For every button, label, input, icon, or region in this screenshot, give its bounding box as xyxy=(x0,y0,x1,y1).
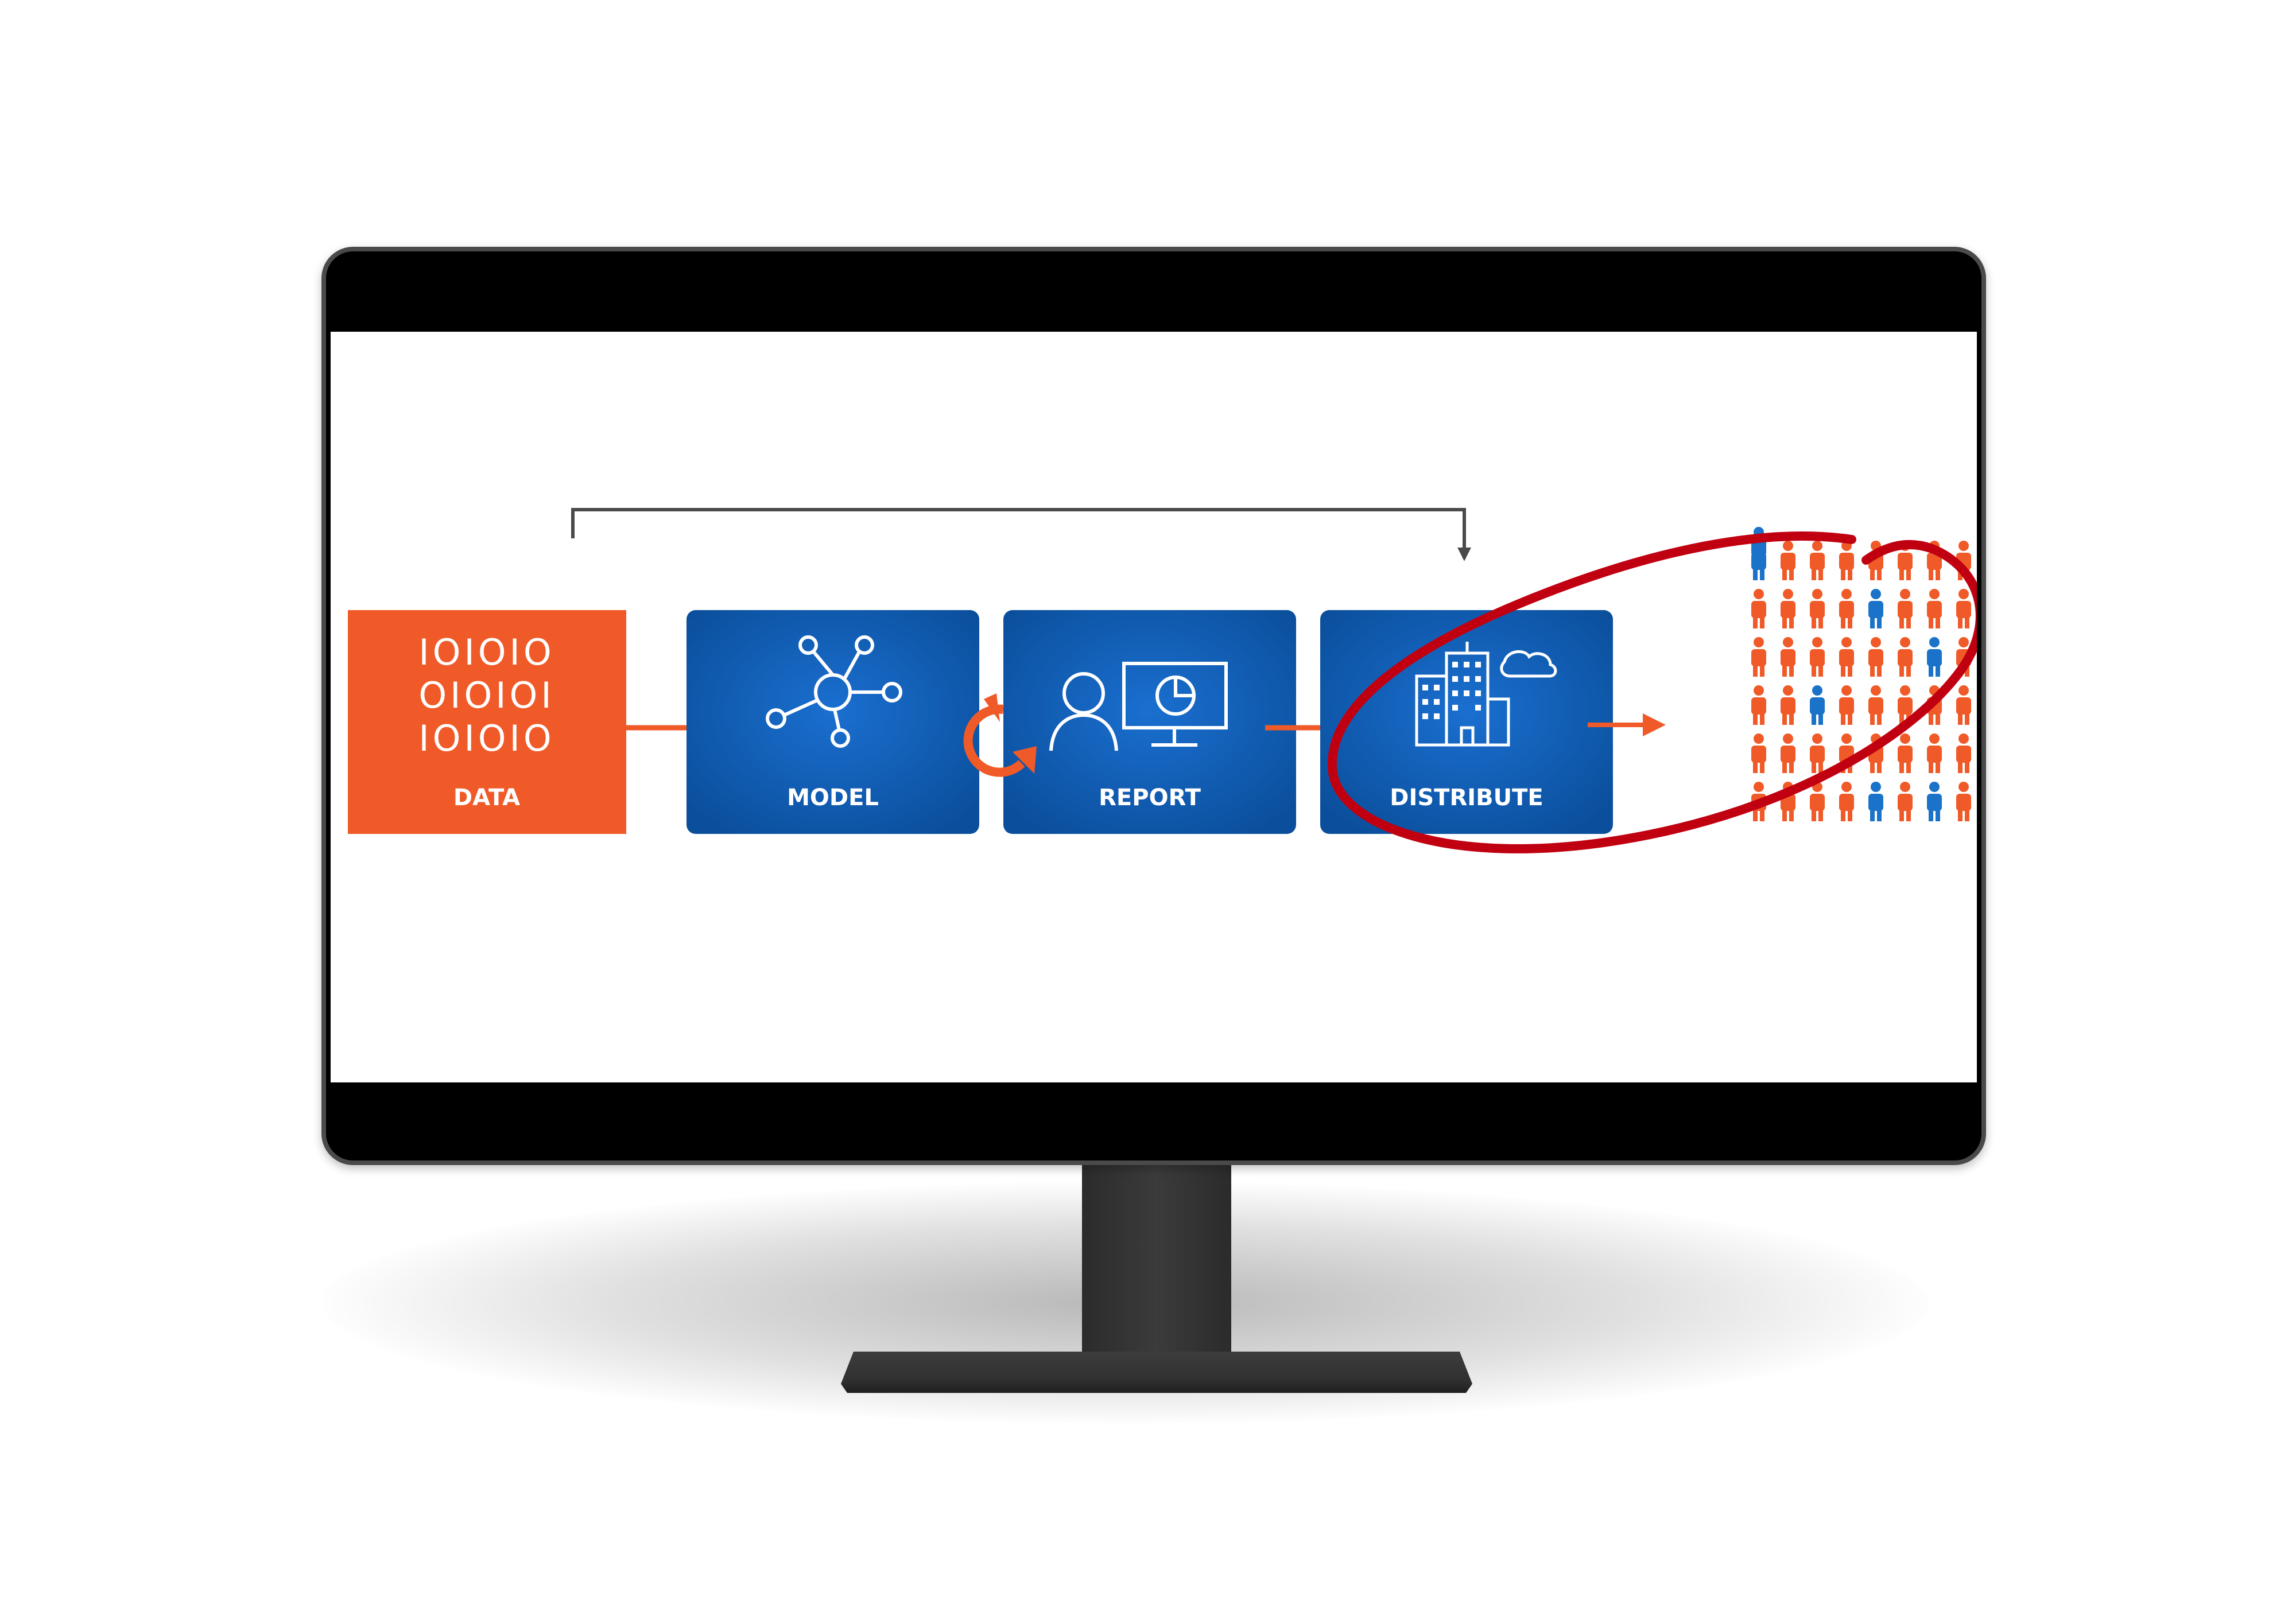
person-icon xyxy=(1898,782,1913,821)
person-icon xyxy=(1810,733,1825,773)
person-icon xyxy=(1751,589,1766,628)
network-nodes-icon xyxy=(766,635,902,748)
refresh-cycle-icon xyxy=(963,693,1037,777)
person-icon-highlighted xyxy=(1927,782,1942,821)
person-icon xyxy=(1868,637,1883,677)
person-icon-highlighted xyxy=(1810,685,1825,725)
person-icon xyxy=(1956,589,1971,628)
person-icon xyxy=(1956,733,1971,773)
user-monitor-chart-icon xyxy=(1049,662,1228,751)
person-icon xyxy=(1839,589,1854,628)
data-box xyxy=(348,610,626,834)
person-icon xyxy=(1927,733,1942,773)
step-model: MODEL xyxy=(687,610,979,834)
monitor-stand-neck xyxy=(1082,1165,1231,1360)
person-icon xyxy=(1839,637,1854,677)
person-icon xyxy=(1839,685,1854,725)
person-icon xyxy=(1868,685,1883,725)
person-icon xyxy=(1810,589,1825,628)
buildings-cloud-icon xyxy=(1415,642,1557,747)
person-icon-highlighted xyxy=(1868,782,1883,821)
person-icon xyxy=(1839,541,1854,580)
binary-line-1: IOIOIO xyxy=(418,631,554,673)
monitor-screen: IOIOIO OIOIOI IOIOIO DATA xyxy=(331,332,1977,1082)
person-icon xyxy=(1898,733,1913,773)
person-icon xyxy=(1898,637,1913,677)
binary-line-2: OIOIOI xyxy=(418,674,554,716)
person-icon-highlighted xyxy=(1868,589,1883,628)
report-label: REPORT xyxy=(1099,785,1201,811)
step-distribute: DISTRIBUTE xyxy=(1320,610,1613,834)
person-icon xyxy=(1898,589,1913,628)
step-data: IOIOIO OIOIOI IOIOIO DATA xyxy=(348,542,626,834)
model-label: MODEL xyxy=(787,785,879,811)
feedback-connector xyxy=(571,508,1471,561)
person-icon xyxy=(1956,685,1971,725)
distribute-label: DISTRIBUTE xyxy=(1390,785,1543,811)
person-icon xyxy=(1810,541,1825,580)
monitor-stand-base xyxy=(841,1352,1472,1393)
step-report: REPORT xyxy=(1003,610,1296,834)
person-icon xyxy=(1781,541,1795,580)
report-box xyxy=(1003,610,1296,834)
cloud-binary-icon xyxy=(428,542,600,610)
person-icon xyxy=(1781,733,1795,773)
person-icon xyxy=(1751,685,1766,725)
person-icon xyxy=(1751,733,1766,773)
person-icon xyxy=(1810,637,1825,677)
binary-line-3: IOIOIO xyxy=(418,717,554,759)
person-icon-highlighted xyxy=(1927,637,1942,677)
person-icon xyxy=(1781,589,1795,628)
person-icon xyxy=(1927,589,1942,628)
annotation-ellipse xyxy=(1327,531,1977,853)
person-icon xyxy=(1781,637,1795,677)
person-icon xyxy=(1781,685,1795,725)
person-icon xyxy=(1956,782,1971,821)
monitor-frame: IOIOIO OIOIOI IOIOIO DATA xyxy=(321,247,1986,1165)
person-icon xyxy=(1751,637,1766,677)
pipeline-diagram: IOIOIO OIOIOI IOIOIO DATA xyxy=(348,508,1977,853)
person-icon xyxy=(1839,782,1854,821)
data-label: DATA xyxy=(453,785,520,811)
audience-grid xyxy=(1751,527,1971,821)
person-icon xyxy=(1810,782,1825,821)
model-box xyxy=(687,610,979,834)
